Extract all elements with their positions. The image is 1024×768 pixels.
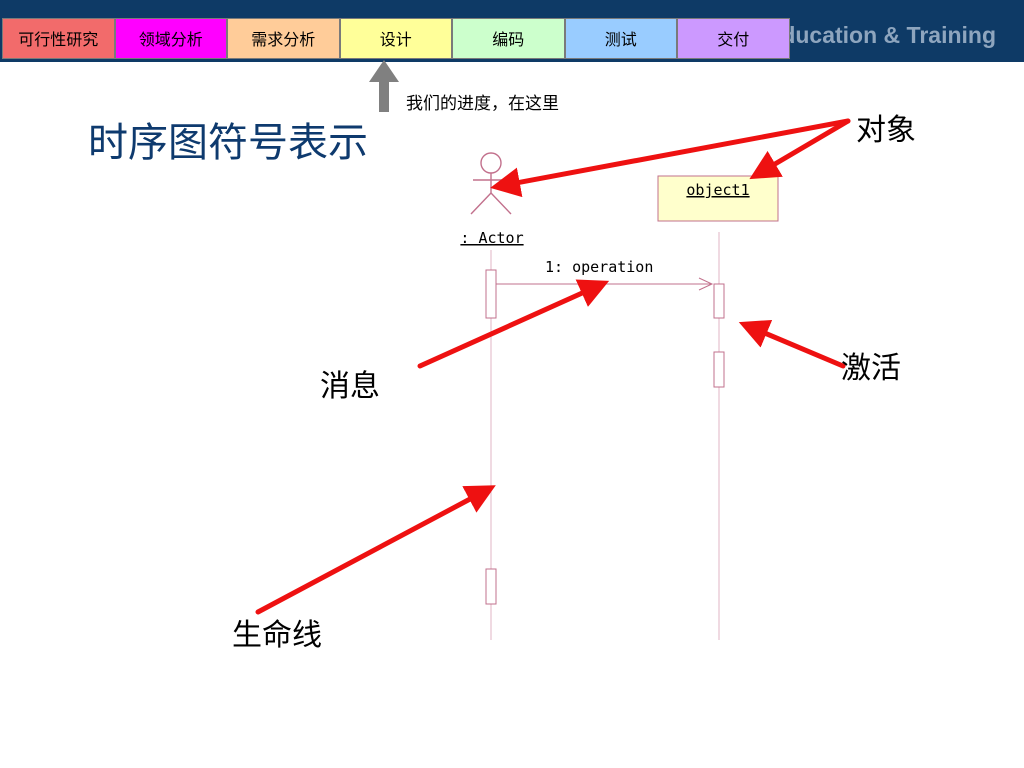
phase-tab-delivery[interactable]: 交付 [677, 18, 790, 59]
message-label: 1: operation [545, 258, 653, 276]
actor-activation[interactable] [485, 269, 497, 319]
callout-arrow-message [417, 279, 610, 369]
phase-tab-feasibility[interactable]: 可行性研究 [2, 18, 115, 59]
callout-arrow-object-to-actor [490, 118, 851, 198]
brand-text: Education & Training [765, 22, 996, 48]
phase-tab-requirements[interactable]: 需求分析 [227, 18, 340, 59]
callout-arrow-activation [738, 319, 846, 369]
slide-title: 时序图符号表示 [88, 120, 368, 166]
progress-note: 我们的进度，在这里 [406, 94, 559, 114]
callout-lifeline: 生命线 [232, 618, 322, 653]
actor-label: : Actor [460, 229, 523, 247]
phase-tab-coding[interactable]: 编码 [452, 18, 565, 59]
phase-tab-testing[interactable]: 测试 [564, 18, 677, 59]
object-label: object1 [686, 181, 749, 199]
progress-arrow-icon [369, 60, 399, 112]
object-activation[interactable] [713, 351, 725, 388]
phase-tab-design[interactable]: 设计 [339, 18, 452, 59]
object-box[interactable] [657, 175, 779, 222]
callout-message: 消息 [320, 369, 380, 404]
message-arrowhead-icon [698, 277, 714, 291]
callout-activation: 激活 [841, 351, 901, 386]
phase-tab-domain-analysis[interactable]: 领域分析 [114, 18, 227, 59]
callout-object: 对象 [856, 113, 916, 148]
phase-bar: 可行性研究 领域分析 需求分析 设计 编码 测试 交付 [2, 18, 790, 59]
actor-activation[interactable] [485, 568, 497, 605]
object-activation[interactable] [713, 283, 725, 319]
callout-arrow-lifeline [255, 485, 496, 615]
callout-arrow-object-to-box [749, 118, 851, 180]
